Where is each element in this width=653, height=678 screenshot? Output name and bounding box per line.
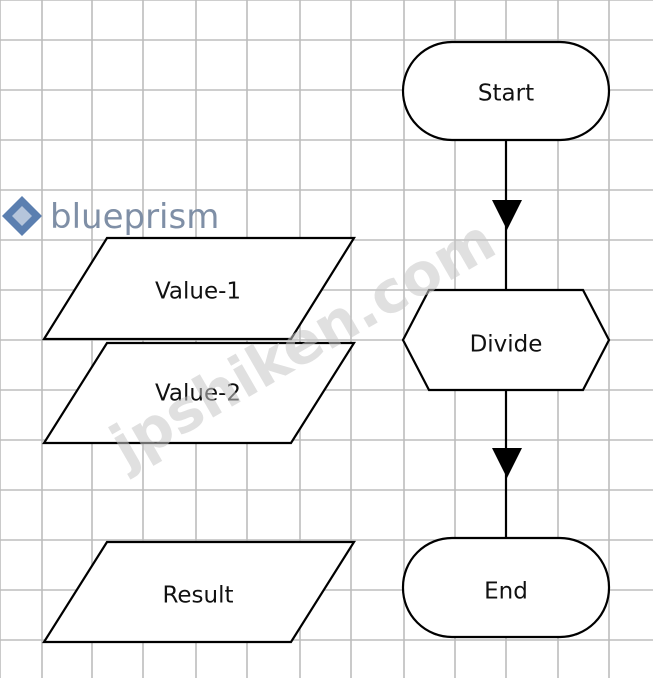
end-terminator[interactable]: End xyxy=(401,536,611,639)
end-label: End xyxy=(484,579,528,605)
blueprism-logo-icon xyxy=(2,196,42,236)
blueprism-logo: blueprism xyxy=(2,196,219,237)
value1-label: Value-1 xyxy=(155,279,241,305)
data-item-result[interactable]: Result xyxy=(42,540,356,644)
arrowhead-divide-end xyxy=(492,448,522,478)
value2-label: Value-2 xyxy=(155,381,241,407)
arrowhead-start-divide xyxy=(492,200,522,230)
start-label: Start xyxy=(478,81,534,107)
result-label: Result xyxy=(162,583,233,609)
start-terminator[interactable]: Start xyxy=(401,40,611,142)
data-item-value1[interactable]: Value-1 xyxy=(42,236,356,341)
data-item-value2[interactable]: Value-2 xyxy=(42,341,356,445)
divide-process[interactable]: Divide xyxy=(401,288,611,392)
divide-label: Divide xyxy=(470,332,543,358)
blueprism-logo-text: blueprism xyxy=(50,197,219,237)
